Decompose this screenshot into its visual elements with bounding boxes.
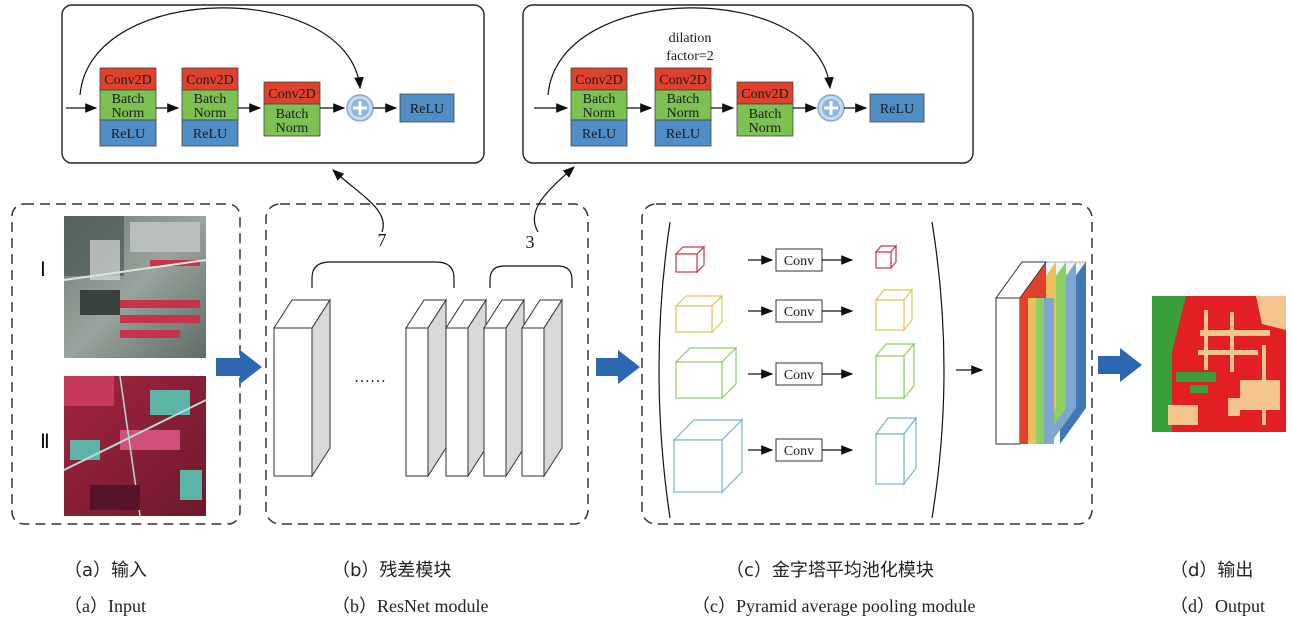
skip-connection-arc (547, 7, 834, 96)
relu-label: ReLU (111, 127, 145, 142)
conv-unit-2: Conv2D Batch Norm ReLU (181, 67, 239, 147)
dilated-conv-unit-1: Conv2D Batch Norm ReLU (570, 67, 628, 147)
batchnorm-label-2: Norm (583, 106, 616, 121)
batchnorm-label-2: Norm (749, 121, 782, 136)
dilation-text-line1: dilation (669, 31, 712, 46)
pool-cube-xlarge (672, 418, 744, 494)
pool-row-3: Conv (674, 342, 916, 400)
relu-label: ReLU (666, 127, 700, 142)
link-to-standard-block (332, 169, 384, 233)
segmentation-output-map (1152, 296, 1286, 432)
conv2d-label: Conv2D (659, 73, 706, 88)
block-count-3: 3 (526, 232, 535, 252)
pool-cube-xlarge (874, 416, 918, 486)
resnet-panel: 7 3 …… (265, 166, 589, 525)
pooling-panel: Conv Conv (641, 203, 1093, 525)
pool-cube-small (874, 244, 898, 270)
dilated-conv-unit-3: Conv2D Batch Norm (736, 81, 794, 137)
conv2d-label: Conv2D (575, 73, 622, 88)
caption-resnet-cn: （b）残差模块 (332, 560, 452, 581)
brace-left (311, 261, 455, 288)
output-relu-label: ReLU (880, 102, 914, 117)
pool-cube-small (674, 245, 706, 274)
conv-label: Conv (784, 305, 814, 320)
output-relu-label: ReLU (410, 102, 444, 117)
dilation-text-line2: factor=2 (666, 49, 714, 64)
batchnorm-label-1: Batch (749, 107, 782, 122)
concatenated-feature-stack (995, 261, 1087, 445)
link-to-dilated-block (533, 166, 575, 233)
pool-cube-large (874, 342, 916, 400)
right-bracket (931, 221, 945, 519)
conv2d-label: Conv2D (741, 87, 788, 102)
conv2d-label: Conv2D (104, 73, 151, 88)
ellipsis: …… (354, 369, 386, 386)
residual-block-dilated: dilation factor=2 Conv2D Batch Norm ReLU… (522, 4, 974, 164)
batchnorm-label-1: Batch (583, 92, 616, 107)
pool-row-4: Conv (672, 416, 918, 494)
conv-label: Conv (784, 444, 814, 459)
satellite-image-1 (63, 216, 207, 358)
resnet-layer-slab (521, 298, 563, 478)
batchnorm-label-1: Batch (194, 92, 227, 107)
relu-label: ReLU (582, 127, 616, 142)
batchnorm-label-1: Batch (276, 107, 309, 122)
caption-output-en: （d）Output (1170, 596, 1266, 616)
dilated-conv-unit-2: Conv2D Batch Norm ReLU (654, 67, 712, 147)
pool-cube-medium (674, 294, 724, 334)
conv2d-label: Conv2D (268, 87, 315, 102)
flow-arrow-2 (596, 350, 640, 384)
caption-pooling-en: （c）Pyramid average pooling module (692, 596, 976, 616)
flow-arrow-1 (216, 350, 262, 384)
caption-pooling-cn: （c）金字塔平均池化模块 (726, 560, 934, 581)
batchnorm-label-2: Norm (276, 121, 309, 136)
batchnorm-label-2: Norm (667, 106, 700, 121)
conv-label: Conv (784, 254, 814, 269)
brace-right (489, 265, 573, 288)
caption-output-cn: （d）输出 (1170, 560, 1254, 581)
left-bracket (658, 221, 671, 519)
conv-unit-3: Conv2D Batch Norm (263, 81, 321, 137)
conv2d-label: Conv2D (186, 73, 233, 88)
pool-cube-large (674, 346, 738, 400)
input-label-i: Ⅰ (40, 259, 46, 281)
input-panel: Ⅰ Ⅱ (11, 203, 241, 525)
resnet-layer-slab (445, 298, 487, 478)
batchnorm-label-2: Norm (194, 106, 227, 121)
input-label-ii: Ⅱ (40, 431, 50, 453)
batchnorm-label-2: Norm (112, 106, 145, 121)
caption-input-en: （a）Input (64, 596, 146, 616)
block-count-7: 7 (378, 230, 387, 250)
plus-circle-icon (346, 94, 374, 122)
conv-label: Conv (784, 368, 814, 383)
relu-label: ReLU (193, 127, 227, 142)
caption-resnet-en: （b）ResNet module (332, 596, 489, 616)
pool-row-2: Conv (674, 288, 914, 334)
residual-block-standard: Conv2D Batch Norm ReLU Conv2D Batch Norm… (61, 4, 485, 164)
resnet-layer-slab (273, 298, 331, 478)
skip-connection-arc (79, 7, 364, 96)
caption-input-cn: （a）输入 (64, 560, 148, 581)
conv-unit-1: Conv2D Batch Norm ReLU (99, 67, 157, 147)
satellite-image-2 (63, 375, 207, 517)
flow-arrow-3 (1098, 348, 1142, 382)
batchnorm-label-1: Batch (667, 92, 700, 107)
pool-cube-medium (874, 288, 914, 332)
resnet-layer-slab (483, 298, 525, 478)
resnet-layer-slab (405, 298, 447, 478)
plus-circle-icon (817, 94, 845, 122)
batchnorm-label-1: Batch (112, 92, 145, 107)
pool-row-1: Conv (674, 244, 898, 274)
